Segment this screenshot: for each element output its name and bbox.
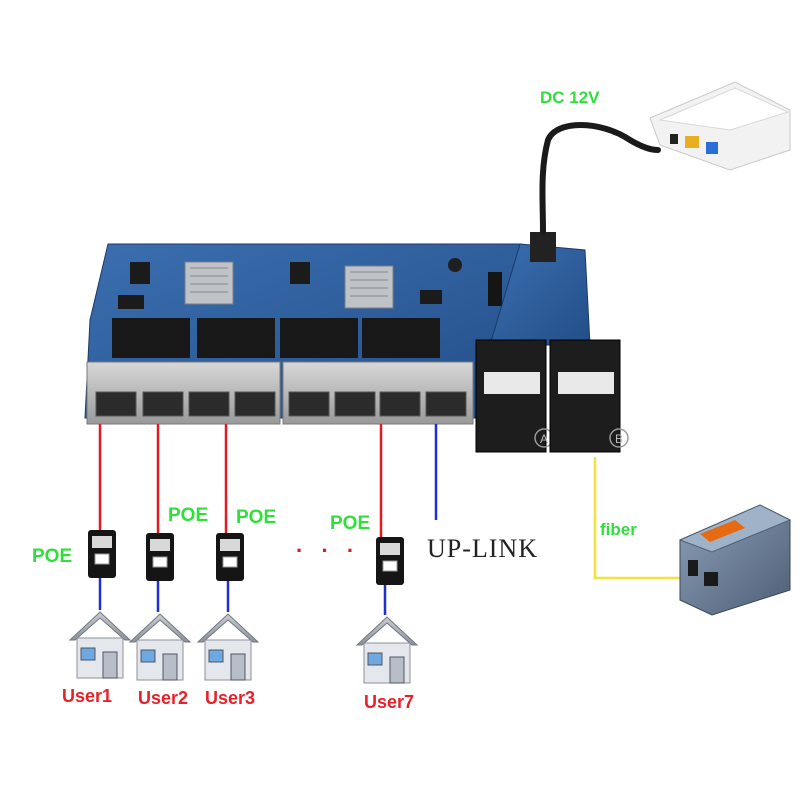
uplink-label: UP-LINK: [427, 534, 538, 563]
user-label-1: User1: [62, 686, 113, 706]
rj45-port-2: [142, 391, 184, 417]
poe-injector-7: [376, 537, 404, 585]
user-label-7: User7: [364, 692, 415, 712]
user-label-2: User2: [138, 688, 189, 708]
house-icon-user7: [355, 616, 419, 684]
media-converter: [678, 504, 792, 616]
rj45-port-6: [334, 391, 376, 417]
sfp-port-label-b: B: [615, 432, 623, 446]
rj45-port-3: [188, 391, 230, 417]
user-label-3: User3: [205, 688, 256, 708]
transformer-1: [112, 318, 190, 358]
adapter-port-yellow: [685, 136, 699, 148]
poe-injector-3: [216, 533, 244, 581]
connection-lines: [98, 424, 438, 615]
poe-label-2: POE: [168, 505, 209, 526]
adapter-port-blue: [706, 142, 718, 154]
fiber-line: [593, 457, 680, 580]
transformer-3: [280, 318, 358, 358]
sfp-port-label-a: A: [540, 432, 548, 446]
house-icon-user1: [68, 611, 132, 679]
house-icon-user3: [196, 613, 260, 681]
poe-label-7: POE: [330, 513, 371, 534]
poe-injector-2: [146, 533, 174, 581]
poe-label-1: POE: [32, 546, 73, 567]
ellipsis-label: · · ·: [296, 538, 361, 563]
transformer-2: [197, 318, 275, 358]
heatsink-left: [184, 261, 234, 305]
rj45-port-4: [234, 391, 276, 417]
house-icon-user2: [128, 613, 192, 681]
sfp-module-b: B: [549, 339, 629, 453]
rj45-port-bank: [86, 361, 474, 425]
rj45-port-7: [379, 391, 421, 417]
power-cable: [539, 122, 661, 235]
power-label: DC 12V: [540, 88, 600, 107]
poe-injector-1: [88, 530, 116, 578]
rj45-port-uplink: [425, 391, 467, 417]
fiber-label: fiber: [600, 520, 637, 539]
rj45-port-5: [288, 391, 330, 417]
sfp-module-a: A: [475, 339, 554, 453]
rj45-port-1: [95, 391, 137, 417]
dc-jack: [530, 232, 556, 262]
heatsink-right: [344, 265, 394, 309]
power-adapter: [649, 81, 791, 171]
poe-label-3: POE: [236, 507, 277, 528]
transformer-4: [362, 318, 440, 358]
